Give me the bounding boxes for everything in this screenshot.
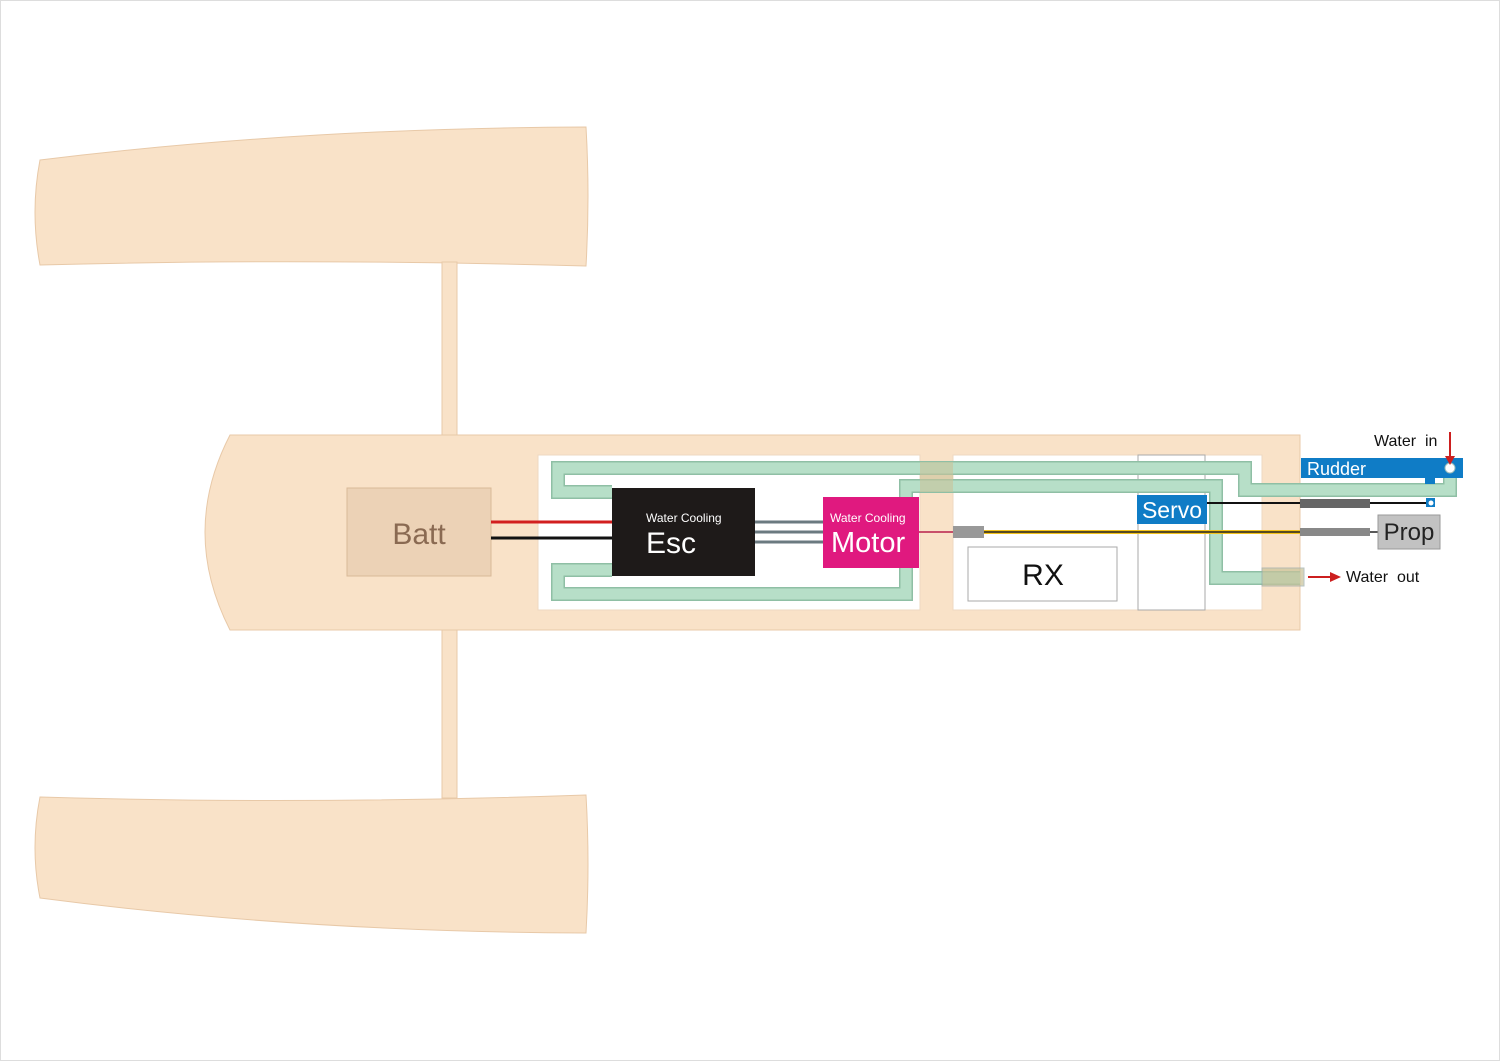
water-out-arrowhead-icon <box>1330 572 1341 582</box>
top-arm <box>441 261 458 438</box>
rudder-block <box>1301 458 1463 478</box>
water-outlet-fitting <box>1261 567 1305 587</box>
rudder-horn-hole <box>1428 500 1434 506</box>
motor-sublabel: Water Cooling <box>830 511 906 525</box>
servo-label: Servo <box>1142 497 1202 523</box>
stern-tube <box>1300 528 1370 536</box>
esc-label: Esc <box>646 527 696 560</box>
motor-block <box>823 497 919 568</box>
bottom-pontoon <box>34 794 589 934</box>
battery-block <box>346 487 492 577</box>
esc-sublabel: Water Cooling <box>646 511 722 525</box>
bottom-arm <box>441 627 458 799</box>
servo-block <box>1137 495 1207 524</box>
linkage-tube <box>1300 499 1370 508</box>
rudder-tab <box>1425 476 1435 484</box>
motor-label: Motor <box>831 527 905 559</box>
rx-block <box>967 546 1118 602</box>
motor-phase-wires <box>755 520 823 544</box>
prop-label: Prop <box>1384 519 1435 546</box>
shaft-coupler <box>953 526 984 538</box>
rx-label: RX <box>1022 559 1064 592</box>
battery-label: Batt <box>392 518 446 551</box>
bulkhead-crossing <box>920 462 953 492</box>
rudder-label: Rudder <box>1307 459 1366 479</box>
top-pontoon <box>34 126 589 267</box>
water-in-arrowhead-icon <box>1445 456 1455 465</box>
prop-block <box>1377 514 1441 550</box>
water-out-label: Water out <box>1346 569 1420 586</box>
esc-block <box>612 488 755 576</box>
water-in-label: Water in <box>1374 433 1437 450</box>
